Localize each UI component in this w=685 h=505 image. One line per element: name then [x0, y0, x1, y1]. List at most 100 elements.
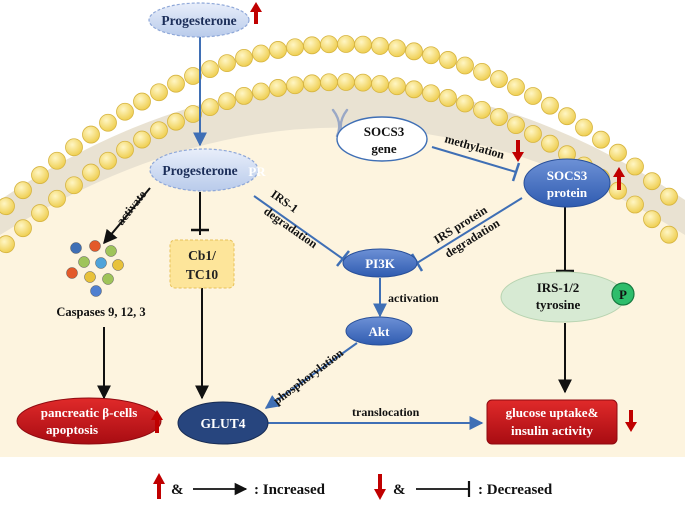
caspase-ball [84, 271, 96, 283]
lipid-head [150, 121, 168, 140]
lipid-head [167, 112, 185, 131]
lipid-head [48, 151, 66, 170]
irs-label: IRS-1/2 [537, 280, 580, 295]
caspase-ball [90, 285, 102, 297]
lipid-head [541, 96, 559, 115]
node-socs3-protein: SOCS3 protein [523, 158, 625, 208]
cb1-label: Cb1/ [188, 248, 216, 263]
edge-activate-caspases [103, 187, 151, 245]
node-pi3k: PI3K [342, 248, 418, 278]
caspase-ball [102, 273, 114, 285]
lipid-head [303, 36, 321, 55]
caspase-ball [105, 245, 117, 257]
lipid-head [201, 98, 219, 117]
caspase-ball [70, 242, 82, 254]
lipid-head [439, 51, 457, 69]
progesterone-pr-label: Progesterone [162, 163, 237, 178]
lipid-head [626, 195, 644, 214]
lipid-head [422, 46, 440, 65]
lipid-head [320, 35, 338, 54]
gene-label: gene [371, 141, 397, 156]
lipid-head [354, 73, 372, 92]
lipid-head [473, 100, 491, 119]
down-arrow-icon [512, 140, 524, 162]
lipid-head [167, 74, 185, 93]
lipid-head [541, 134, 559, 153]
lipid-head [218, 92, 236, 111]
lipid-head [490, 70, 508, 88]
cytoplasm-base [0, 443, 685, 457]
tc10-label: TC10 [186, 267, 219, 282]
lipid-head [235, 86, 253, 105]
lipid-head [388, 77, 406, 96]
legend: & : Increased & : Decreased [153, 473, 553, 500]
lipid-head [116, 140, 134, 159]
caspase-ball [78, 256, 90, 268]
edge-methylation [431, 146, 517, 173]
legend-background [0, 455, 685, 505]
label-translocation: translocation [352, 405, 420, 419]
lipid-head [337, 73, 355, 91]
lipid-head [371, 75, 389, 93]
socs3-gene-label: SOCS3 [364, 124, 405, 139]
down-arrow-icon [625, 410, 637, 432]
lipid-head [337, 35, 355, 53]
lipid-head [150, 83, 168, 102]
lipid-head [133, 92, 151, 111]
legend-amp-decrease: & [393, 482, 406, 498]
lipid-head [388, 39, 406, 58]
glucose-label-line1: glucose uptake& [506, 405, 599, 420]
lipid-head [507, 78, 525, 97]
node-progesterone-ligand: Progesterone [148, 2, 262, 38]
node-progesterone-receptor: Progesterone PR [149, 148, 266, 192]
caspase-ball [95, 257, 107, 269]
label-activation: activation [388, 291, 439, 305]
progesterone-ligand-label: Progesterone [161, 13, 236, 28]
lipid-head [660, 225, 678, 244]
lipid-layer-outer [0, 35, 678, 216]
lipid-head [422, 84, 440, 103]
legend-increased-label: : Increased [254, 482, 326, 498]
lipid-layer-inner [0, 73, 678, 254]
lipid-head [14, 219, 32, 238]
lipid-head [235, 48, 253, 67]
node-socs3-gene: SOCS3 gene [331, 108, 524, 162]
lipid-head [65, 138, 83, 157]
lipid-head [48, 189, 66, 208]
legend-up-arrow-icon [153, 473, 165, 499]
tyrosine-label: tyrosine [536, 297, 581, 312]
lipid-head [184, 105, 202, 123]
legend-down-arrow-icon [374, 474, 386, 500]
lipid-head [0, 235, 15, 254]
node-glut4: GLUT4 [177, 401, 269, 445]
lipid-head [31, 166, 49, 184]
lipid-head [609, 143, 627, 162]
legend-decreased-label: : Decreased [478, 482, 553, 498]
lipid-head [184, 67, 202, 85]
inhibit-bar-pi3k-left [336, 250, 350, 267]
legend-amp-increase: & [171, 482, 184, 498]
caspase-ball [112, 259, 124, 271]
edge-irs-protein-degradation [416, 197, 523, 264]
edge-irs1-degradation [253, 195, 344, 260]
inhibit-bar-socs3 [511, 162, 521, 182]
lipid-head [354, 35, 372, 54]
lipid-head [320, 73, 338, 92]
lipid-head [490, 108, 508, 126]
lipid-head [439, 89, 457, 107]
lipid-head [218, 54, 236, 73]
caspase-ball [89, 240, 101, 252]
lipid-head [643, 210, 661, 229]
up-arrow-icon [250, 2, 262, 24]
pi3k-label: PI3K [365, 256, 396, 271]
node-irs-tyrosine: IRS-1/2 tyrosine P [500, 271, 635, 323]
node-cb1-tc10: Cb1/ TC10 [169, 239, 235, 289]
lipid-head [371, 37, 389, 55]
caspase-ball [66, 267, 78, 279]
lipid-head [201, 60, 219, 79]
pr-label: PR [248, 164, 266, 179]
phosphate-badge: P [611, 282, 635, 306]
edge-akt-to-glut4 [264, 342, 358, 409]
lipid-head [286, 38, 304, 57]
